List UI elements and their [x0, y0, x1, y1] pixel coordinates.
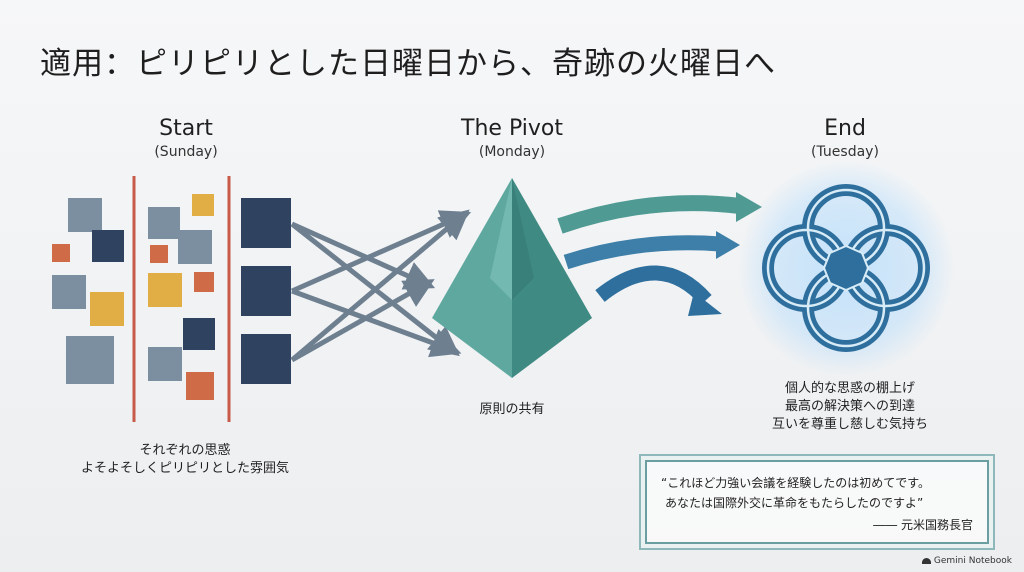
square	[68, 198, 102, 232]
caption-line: それぞれの思惑	[139, 443, 231, 458]
curved-arrow-teal	[557, 195, 741, 234]
interlocked-rings-icon	[738, 160, 954, 376]
arrow	[290, 221, 436, 290]
caption-line: 互いを尊重し慈しむ気持ち	[771, 417, 928, 432]
stage-start-day: (Sunday)	[154, 144, 218, 160]
aligned-square	[241, 334, 291, 384]
quote-line: “これほど力強い会議を経験したのは初めてです。	[661, 476, 931, 490]
stage-end-day: (Tuesday)	[811, 144, 879, 160]
square	[183, 318, 215, 350]
arrow	[290, 209, 470, 362]
start-scattered-squares	[52, 194, 215, 400]
square	[192, 194, 214, 216]
curved-arrow-blue	[563, 235, 721, 270]
square	[186, 372, 214, 400]
square	[52, 275, 86, 309]
ring-center	[822, 244, 870, 292]
arrow-head	[736, 192, 762, 222]
quote-box: “これほど力強い会議を経験したのは初めてです。 あなたは国際外交に革命をもたらし…	[645, 460, 989, 544]
caption-line: 原則の共有	[479, 402, 545, 417]
aligned-square	[241, 266, 291, 316]
pivot-pyramid	[432, 178, 592, 378]
caption-line: よそよそしくピリピリとした雰囲気	[80, 461, 289, 476]
pyramid-face	[512, 178, 534, 300]
stage-start-name: Start	[159, 116, 213, 141]
stage-start-header: Start (Sunday)	[86, 116, 286, 162]
aligned-square	[241, 198, 291, 248]
quote-attribution: ―― 元米国務長官	[873, 518, 973, 532]
square	[150, 245, 168, 263]
quote-line: あなたは国際外交に革命をもたらしたのですよ”	[665, 496, 924, 510]
converging-arrows	[290, 209, 472, 363]
start-caption: それぞれの思惑 よそよそしくピリピリとした雰囲気	[60, 442, 310, 478]
arrow	[291, 288, 462, 358]
end-caption: 個人的な思惑の棚上げ 最高の解決策への到達 互いを尊重し慈しむ気持ち	[760, 380, 940, 434]
square	[92, 230, 124, 262]
square	[90, 292, 124, 326]
stage-pivot-name: The Pivot	[461, 116, 563, 141]
page-title: 適用：ピリピリとした日曜日から、奇跡の火曜日へ	[40, 46, 776, 82]
arrow-head	[716, 231, 740, 259]
caption-line: 最高の解決策への到達	[784, 399, 915, 414]
outgoing-arrows	[557, 192, 762, 316]
arrow	[290, 222, 460, 357]
stage-pivot-header: The Pivot (Monday)	[412, 116, 612, 162]
curved-arrow-blue-2	[595, 265, 712, 306]
square	[66, 336, 114, 384]
arrow	[290, 279, 435, 363]
square	[194, 272, 214, 292]
pivot-caption: 原則の共有	[452, 401, 572, 419]
brand-text: Gemini Notebook	[933, 556, 1012, 566]
pyramid-face	[512, 178, 592, 378]
stage-pivot-day: (Monday)	[478, 144, 546, 160]
square	[178, 230, 212, 264]
square	[148, 273, 182, 307]
stage-end-header: End (Tuesday)	[745, 116, 945, 162]
pyramid-face	[490, 178, 512, 300]
square	[52, 244, 70, 262]
brand-label: Gemini Notebook	[921, 556, 1012, 566]
arrow-head	[688, 292, 722, 316]
caption-line: 個人的な思惑の棚上げ	[784, 381, 915, 396]
square	[148, 207, 180, 239]
stage-end-name: End	[824, 116, 866, 141]
arrow	[290, 210, 472, 294]
pyramid-face	[432, 178, 512, 378]
square	[148, 347, 182, 381]
brand-icon	[921, 557, 931, 564]
